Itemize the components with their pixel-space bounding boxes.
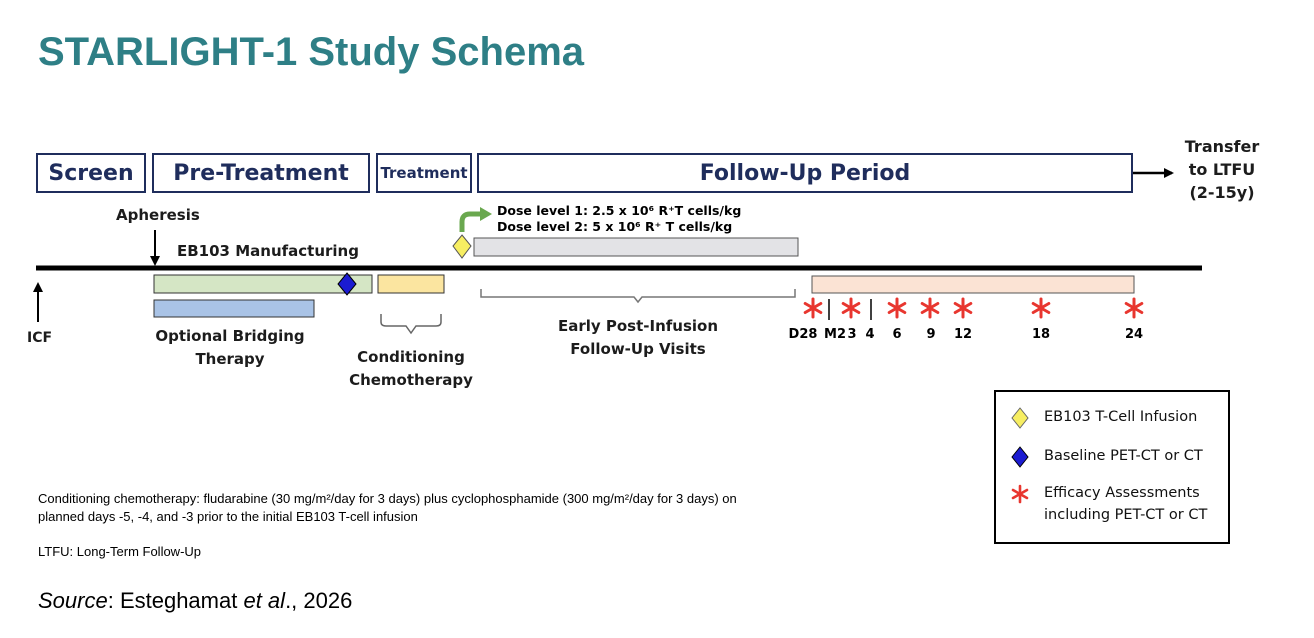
ltfu-note: LTFU: Long-Term Follow-Up [38, 544, 202, 559]
asterisk-d28 [803, 297, 823, 319]
bridging-line1: Optional Bridging [155, 327, 305, 345]
legend-efficacy: Efficacy Assessments including PET-CT or… [1010, 482, 1207, 526]
tick-label-6: 6 [892, 327, 902, 342]
infusion-diamond [452, 234, 472, 259]
tick-label-9: 9 [926, 327, 936, 342]
dose-bar [473, 237, 799, 257]
early-line2: Follow-Up Visits [570, 340, 706, 358]
baseline-diamond [337, 272, 357, 296]
dose-curved-arrow-head [480, 207, 492, 221]
tick-label-12: 12 [953, 327, 973, 342]
conditioning-bar [377, 274, 445, 294]
legend-infusion: EB103 T-Cell Infusion [1010, 406, 1197, 430]
efficacy-asterisks [803, 297, 1144, 319]
follow-up-bar [811, 275, 1135, 294]
legend-efficacy-line1: Efficacy Assessments [1044, 485, 1200, 501]
conditioning-bracket [380, 314, 442, 335]
apheresis-label: Apheresis [116, 206, 200, 224]
transfer-label: Transfer to LTFU (2-15y) [1172, 135, 1272, 204]
asterisk-6 [887, 297, 907, 319]
phase-follow-up: Follow-Up Period [477, 153, 1133, 193]
bridging-line2: Therapy [195, 350, 265, 368]
early-followup-label: Early Post-Infusion Follow-Up Visits [538, 315, 738, 361]
asterisk-3 [841, 297, 861, 319]
source-citation: Source: Esteghamat et al., 2026 [38, 588, 352, 614]
dose-curved-arrow [459, 211, 482, 232]
tick-label-24: 24 [1124, 327, 1144, 342]
dose-level-1: Dose level 1: 2.5 x 10⁶ R⁺T cells/kg [497, 203, 742, 218]
tick-label-4: 4 [865, 327, 875, 342]
source-label: Source [38, 588, 108, 613]
tick-label-3: 3 [847, 327, 857, 342]
page-title: STARLIGHT-1 Study Schema [38, 30, 585, 74]
icf-label: ICF [27, 330, 53, 346]
phase-treatment: Treatment [376, 153, 472, 193]
legend-efficacy-label: Efficacy Assessments including PET-CT or… [1044, 482, 1207, 526]
asterisk-18 [1031, 297, 1051, 319]
transfer-line2: to LTFU [1188, 160, 1256, 179]
conditioning-label: Conditioning Chemotherapy [346, 346, 476, 392]
transfer-line1: Transfer [1184, 137, 1260, 156]
legend-infusion-label: EB103 T-Cell Infusion [1044, 409, 1198, 425]
asterisk-24 [1124, 297, 1144, 319]
asterisk-icon [1011, 484, 1029, 504]
phase-pre-treatment-label: Pre-Treatment [173, 160, 349, 186]
infusion-diamond-icon [1011, 407, 1029, 429]
asterisk-12 [953, 297, 973, 319]
legend-baseline: Baseline PET-CT or CT [1010, 445, 1203, 469]
tick-label-m2: M2 [824, 327, 846, 342]
phase-pre-treatment: Pre-Treatment [152, 153, 370, 193]
manufacturing-bar [153, 274, 373, 294]
source-etal: et al [243, 588, 286, 613]
asterisk-9 [920, 297, 940, 319]
dose-level-2: Dose level 2: 5 x 10⁶ R⁺ T cells/kg [497, 219, 733, 234]
source-year: ., 2026 [285, 588, 353, 613]
phase-treatment-label: Treatment [380, 164, 468, 182]
conditioning-line2: Chemotherapy [349, 371, 473, 389]
early-followup-bracket [480, 289, 796, 304]
bridging-bar [153, 299, 315, 318]
bridging-label: Optional Bridging Therapy [140, 325, 320, 371]
phase-screen: Screen [36, 153, 146, 193]
transfer-line3: (2-15y) [1189, 183, 1255, 202]
tick-label-18: 18 [1031, 327, 1051, 342]
baseline-diamond-icon [1011, 446, 1029, 468]
legend-efficacy-line2: including PET-CT or CT [1044, 507, 1208, 523]
phase-follow-up-label: Follow-Up Period [699, 160, 911, 186]
legend-box: EB103 T-Cell Infusion Baseline PET-CT or… [994, 390, 1230, 544]
manufacturing-label: EB103 Manufacturing [177, 242, 359, 260]
conditioning-note-line2: planned days -5, -4, and -3 prior to the… [38, 509, 418, 524]
conditioning-note-line1: Conditioning chemotherapy: fludarabine (… [38, 491, 737, 506]
legend-baseline-label: Baseline PET-CT or CT [1044, 448, 1203, 464]
conditioning-line1: Conditioning [357, 348, 465, 366]
phase-screen-label: Screen [48, 160, 134, 186]
early-line1: Early Post-Infusion [557, 317, 719, 335]
tick-label-d28: D28 [788, 327, 818, 342]
source-author: : Esteghamat [107, 588, 244, 613]
